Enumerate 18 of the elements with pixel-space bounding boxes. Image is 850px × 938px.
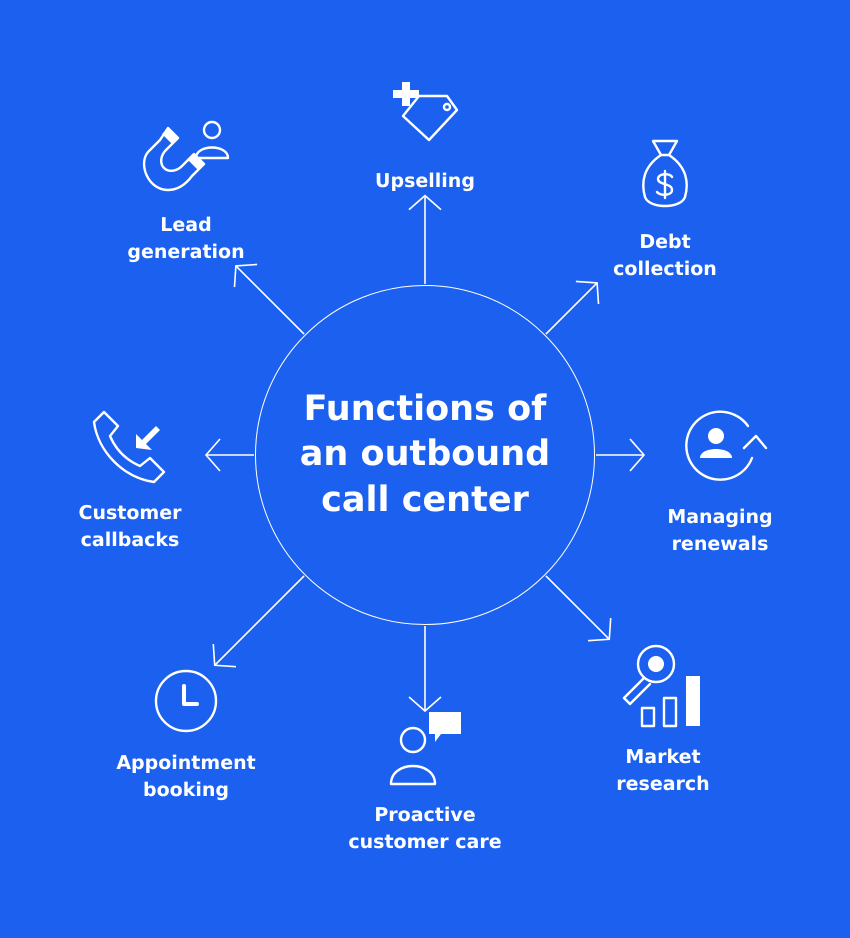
function-label: Debt collection — [612, 230, 718, 282]
arrow — [545, 575, 612, 642]
arrow — [408, 626, 442, 712]
arrow — [205, 438, 254, 472]
function-label: Appointment booking — [115, 751, 257, 803]
function-label: Customer callbacks — [78, 501, 182, 553]
function-label: Upselling — [374, 169, 476, 194]
arrow — [596, 438, 645, 472]
arrow — [234, 264, 305, 335]
arrow — [408, 194, 442, 284]
function-label: Market research — [615, 745, 711, 797]
arrow — [212, 575, 305, 668]
arrow — [545, 280, 600, 335]
function-label: Lead generation — [126, 213, 246, 265]
title-text: Functions of an outbound call center — [298, 388, 552, 522]
function-label: Managing renewals — [666, 505, 774, 557]
center-circle — [255, 285, 595, 625]
function-label: Proactive customer care — [347, 803, 503, 855]
